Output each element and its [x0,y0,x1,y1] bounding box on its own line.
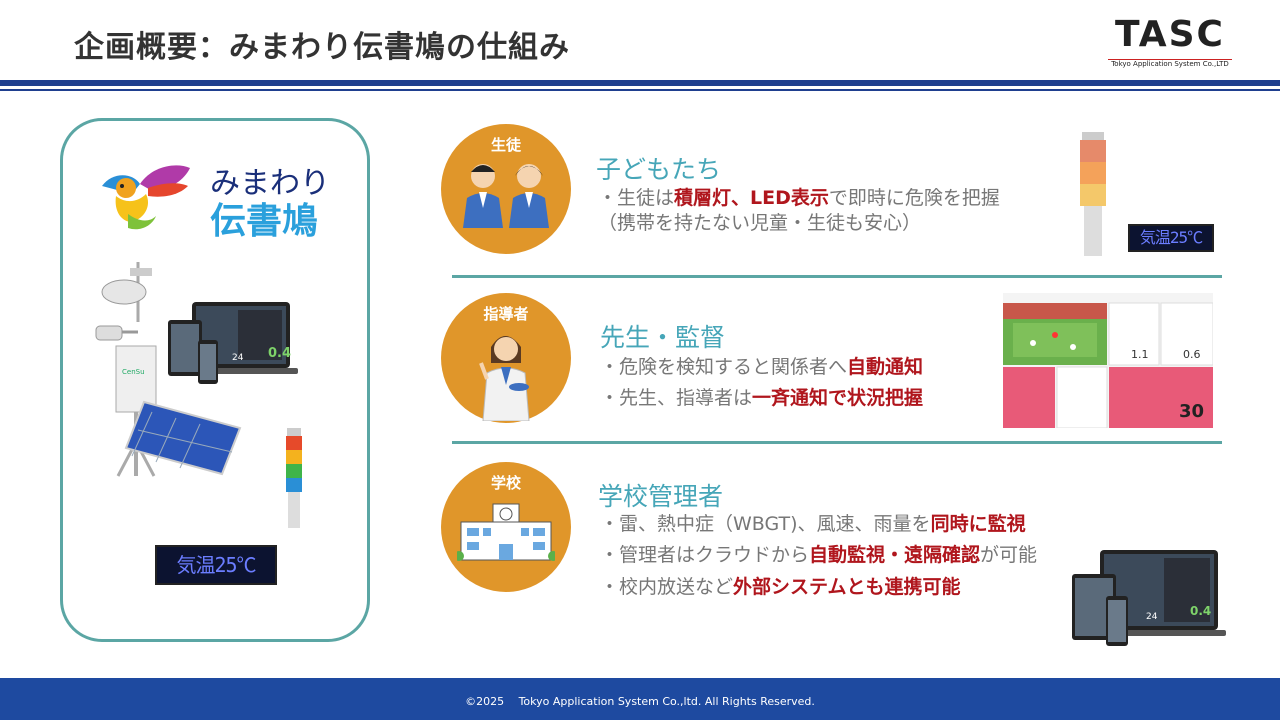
section-line: ・先生、指導者は一斉通知で状況把握 [600,383,923,410]
footer-bar [0,678,1280,720]
highlight-text: 一斉通知で状況把握 [752,387,924,409]
section-line: ・雷、熱中症（WBGT)、風速、雨量を同時に監視 [600,509,1026,536]
tasc-logo: TASC Tokyo Application System Co.,LTD [1108,14,1232,70]
brand-name-line2: 伝書鳩 [210,201,319,242]
highlight-text: 自動通知 [847,356,924,378]
logo-text: TASC [1115,14,1225,55]
stack-light-tall-icon [1080,132,1106,256]
section-line: ・生徒は積層灯、LED表示で即時に危険を把握 [598,183,1000,210]
students-icon [463,164,549,228]
student-badge-label: 生徒 [490,136,521,154]
highlight-text: 外部システムとも連携可能 [733,576,961,598]
body-text: ・校内放送など [600,576,734,598]
section-line: ・校内放送など外部システムとも連携可能 [600,572,960,599]
dashboard-value-2: 0.6 [1183,348,1201,361]
led-temperature-display-small: 気温25℃ [1128,224,1214,252]
monitoring-devices-icon [168,302,298,384]
section-title-admins: 学校管理者 [598,482,724,511]
body-text: が可能 [980,544,1038,566]
dashboard-value-1: 1.1 [1131,348,1149,361]
school-badge: 学校 [441,462,571,592]
dashboard-screenshot: 1.1 0.6 30 [1003,293,1213,428]
section-line: （携帯を持たない児童・生徒も安心） [598,208,921,235]
logo-subtitle: Tokyo Application System Co.,LTD [1108,59,1232,68]
device-brand-label: CenSu [122,368,145,376]
admin-screen-value-small: 24 [1146,612,1158,622]
body-text: ・雷、熱中症（WBGT)、風速、雨量を [600,513,931,535]
teacher-badge: 指導者 [441,293,571,423]
screen-value-small: 24 [232,353,244,363]
product-panel [60,118,370,642]
section-line: ・危険を検知すると関係者へ自動通知 [600,352,923,379]
school-building-icon [457,503,555,561]
highlight-text: 同時に監視 [930,513,1026,535]
section-line: ・管理者はクラウドから自動監視・遠隔確認が可能 [600,540,1037,567]
section-title-children: 子どもたち [596,155,722,184]
stack-light-icon [286,428,302,528]
admin-devices-icon [1072,550,1226,646]
highlight-text: 自動監視・遠隔確認 [809,544,981,566]
pigeon-logo-icon [102,165,190,230]
teacher-badge-label: 指導者 [483,305,529,323]
dashboard-value-3: 30 [1179,401,1204,422]
header-rule-thick [0,80,1280,86]
teacher-icon [479,336,530,421]
student-badge: 生徒 [441,124,571,254]
weather-station-icon: CenSu [95,262,242,477]
led-temperature-display: 気温25℃ [155,545,277,585]
screen-value-big: 0.4 [268,346,292,361]
body-text: ・管理者はクラウドから [600,544,810,566]
body-text: （携帯を持たない児童・生徒も安心） [598,212,922,234]
section-divider [452,275,1222,278]
highlight-text: 積層灯、LED表示 [674,187,829,209]
copyright-text: ©2025 Tokyo Application System Co.,ltd. … [465,695,815,708]
admin-screen-value-big: 0.4 [1190,604,1212,618]
body-text: ・先生、指導者は [600,387,753,409]
section-title-teachers: 先生・監督 [600,323,726,352]
body-text: ・危険を検知すると関係者へ [600,356,848,378]
brand-name-line1: みまわり [210,166,330,201]
section-divider [452,441,1222,444]
page-title: 企画概要：みまわり伝書鳩の仕組み [74,30,570,65]
body-text: ・生徒は [598,187,675,209]
school-badge-label: 学校 [490,474,521,492]
header-rule-thin [0,89,1280,91]
body-text: で即時に危険を把握 [828,187,1000,209]
